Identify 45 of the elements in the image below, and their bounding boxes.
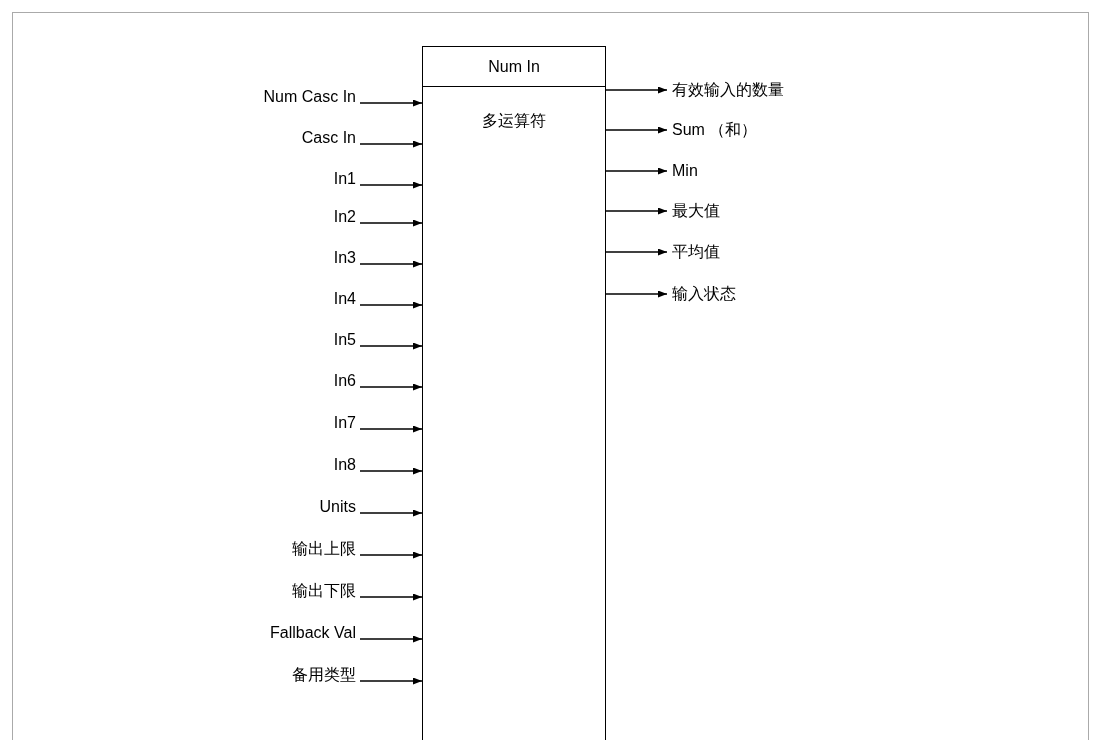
- arrow: [359, 99, 423, 107]
- input-label: In6: [333, 371, 356, 391]
- input-label: In8: [333, 455, 356, 475]
- output-label: 输入状态: [672, 284, 736, 304]
- input-label: Fallback Val: [270, 623, 356, 643]
- input-label: In5: [333, 330, 356, 350]
- arrow: [605, 86, 668, 94]
- output-label: Min: [672, 161, 698, 181]
- input-label: In2: [333, 207, 356, 227]
- arrow: [605, 126, 668, 134]
- output-label: 最大值: [672, 201, 720, 221]
- arrow: [605, 290, 668, 298]
- output-label: 有效输入的数量: [672, 80, 784, 100]
- input-label: In3: [333, 248, 356, 268]
- block-label: 多运算符: [482, 112, 546, 129]
- arrow: [359, 181, 423, 189]
- input-label: 输出下限: [292, 581, 356, 601]
- input-label: Num Casc In: [263, 87, 356, 107]
- arrow: [359, 509, 423, 517]
- arrow: [605, 167, 668, 175]
- arrow: [605, 207, 668, 215]
- arrow: [359, 383, 423, 391]
- function-block: [422, 46, 606, 740]
- arrow: [359, 593, 423, 601]
- input-label: Units: [319, 497, 356, 517]
- input-label: In1: [333, 169, 356, 189]
- arrow: [359, 301, 423, 309]
- input-label: In7: [333, 413, 356, 433]
- input-label: 输出上限: [292, 539, 356, 559]
- block-title: Num In: [423, 47, 605, 87]
- arrow: [359, 467, 423, 475]
- arrow: [359, 260, 423, 268]
- arrow: [359, 219, 423, 227]
- arrow: [359, 677, 423, 685]
- arrow: [359, 635, 423, 643]
- input-label: 备用类型: [292, 665, 356, 685]
- arrow: [605, 248, 668, 256]
- arrow: [359, 140, 423, 148]
- input-label: In4: [333, 289, 356, 309]
- output-label: 平均值: [672, 242, 720, 262]
- output-label: Sum （和）: [672, 120, 758, 140]
- arrow: [359, 425, 423, 433]
- arrow: [359, 551, 423, 559]
- input-label: Casc In: [301, 128, 356, 148]
- arrow: [359, 342, 423, 350]
